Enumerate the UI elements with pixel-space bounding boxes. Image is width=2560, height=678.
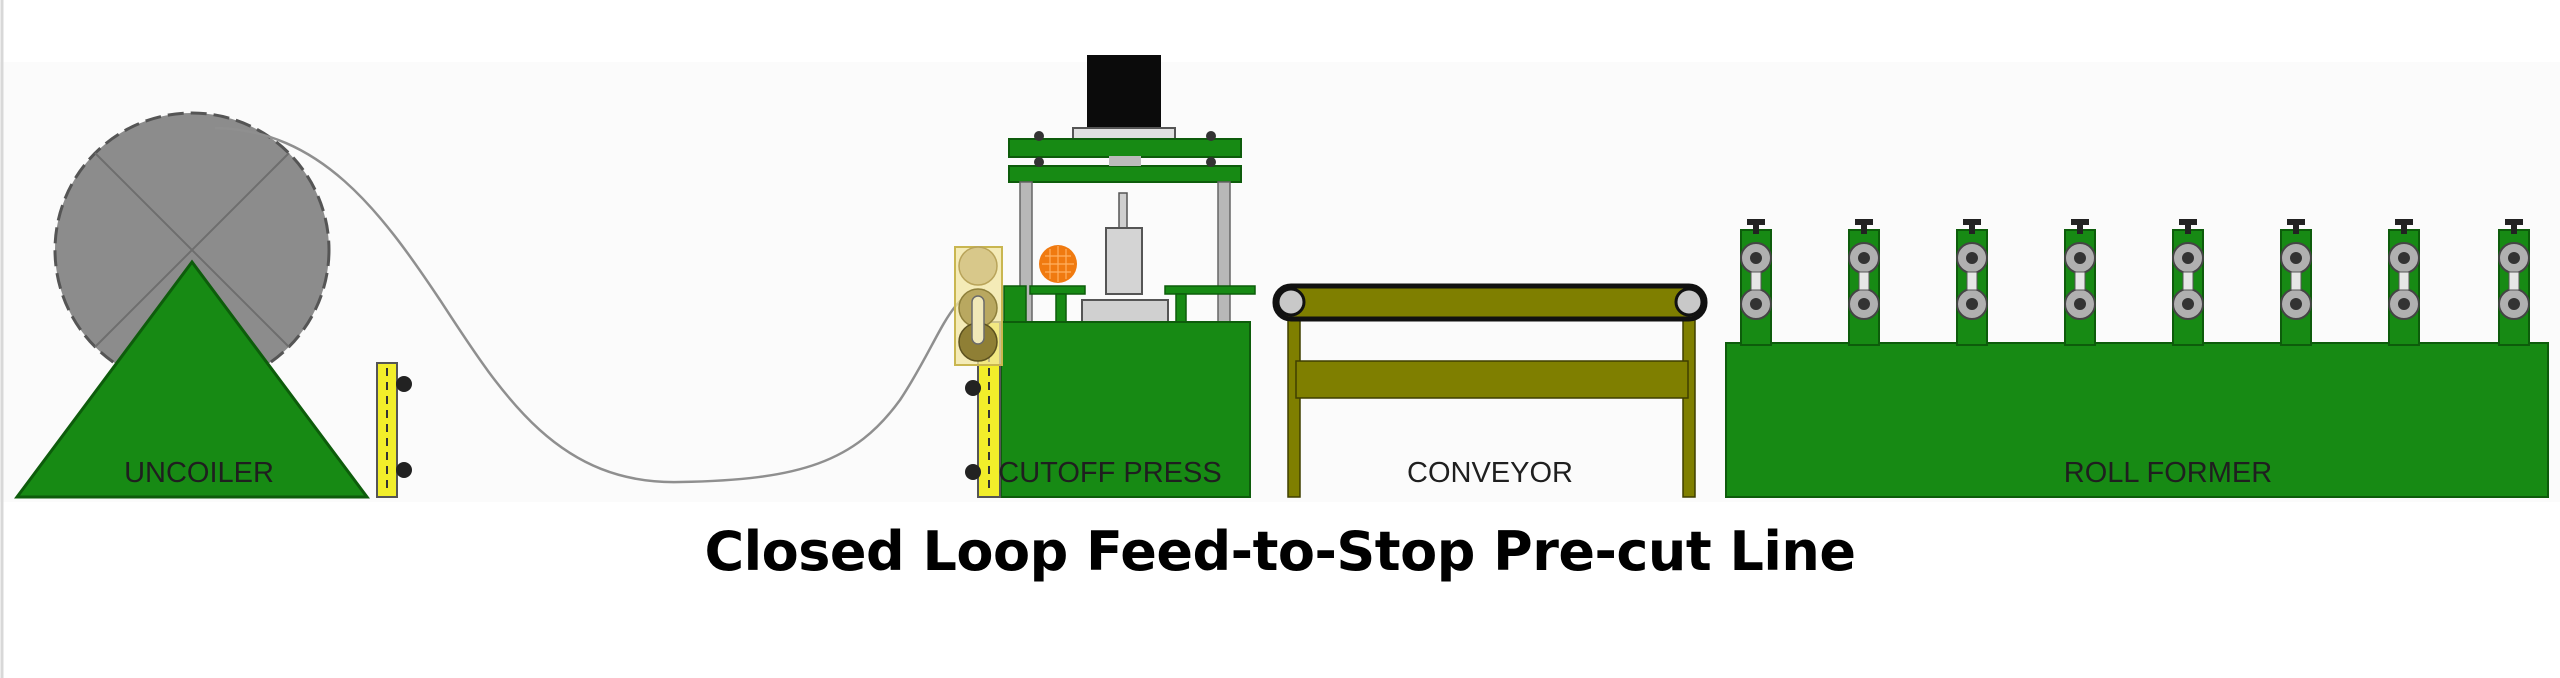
roll-stand: [1956, 219, 1988, 346]
roll-former: ROLL FORMER: [1725, 219, 2549, 498]
press-motor: [1087, 55, 1161, 130]
strip-material: [214, 126, 986, 484]
roll-stands: [1740, 219, 2530, 346]
roll-stand: [1848, 219, 1880, 346]
press-base: [1000, 321, 1251, 498]
roll-stand: [2172, 219, 2204, 346]
roll-stand: [2498, 219, 2530, 346]
cutoff-press-label: CUTOFF PRESS: [998, 457, 1221, 489]
roll-stand: [1740, 219, 1772, 346]
conveyor-label: CONVEYOR: [1407, 457, 1573, 489]
cutoff-press: CUTOFF PRESS: [954, 55, 1256, 498]
diagram-title: Closed Loop Feed-to-Stop Pre-cut Line: [704, 520, 1856, 583]
conveyor-belt: [1272, 283, 1708, 322]
roll-stand: [2388, 219, 2420, 346]
entry-guide: [376, 362, 412, 498]
conveyor: CONVEYOR: [1272, 283, 1708, 498]
uncoiler: UNCOILER: [14, 111, 370, 499]
roll-former-base: [1725, 342, 2549, 498]
uncoiler-label: UNCOILER: [124, 457, 274, 489]
roll-stand: [2280, 219, 2312, 346]
uncoiler-stand: [14, 259, 370, 499]
roll-stand: [2064, 219, 2096, 346]
roll-former-label: ROLL FORMER: [2064, 457, 2272, 489]
